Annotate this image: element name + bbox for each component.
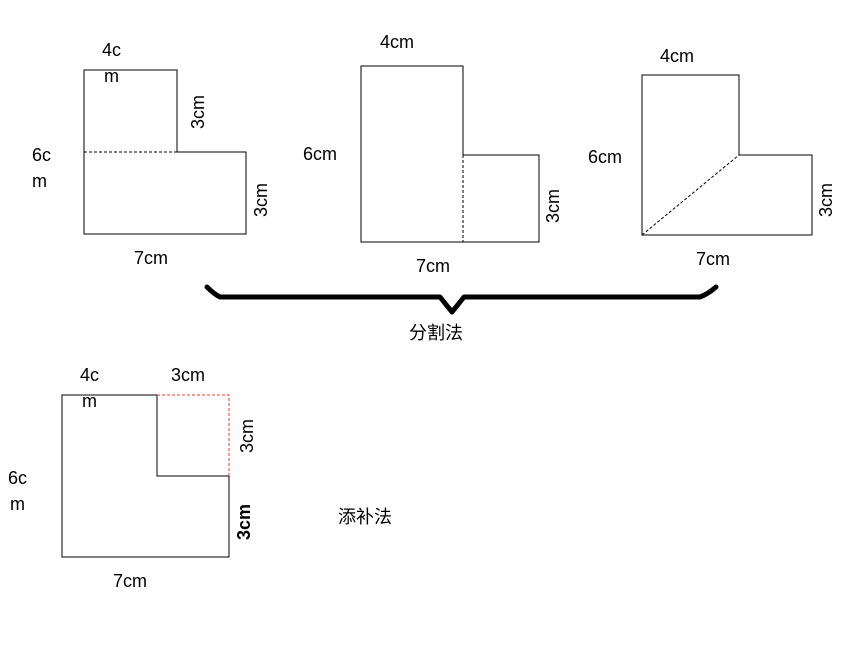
figure-2-vertical-split: 4cm 6cm 3cm 7cm (303, 32, 563, 276)
figure-4-bottom-label: 7cm (113, 571, 147, 591)
figure-4-top-left-label-cont: m (82, 391, 97, 411)
figure-4-completion: 4c m 3cm 6c m 3cm 3cm 7cm (8, 365, 257, 591)
figure-4-left-label: 6c (8, 468, 27, 488)
figure-3-bottom-label: 7cm (696, 249, 730, 269)
figure-4-outline (61, 394, 230, 558)
figure-1-left-label-cont: m (32, 171, 47, 191)
figure-2-outline (360, 65, 540, 243)
figure-4-left-label-cont: m (10, 494, 25, 514)
figure-3-left-label: 6cm (588, 147, 622, 167)
figure-1-outline (83, 69, 247, 235)
figure-1-right-upper-label: 3cm (188, 95, 208, 129)
figure-3-right-label: 3cm (816, 183, 836, 217)
figure-3-outline (641, 74, 813, 236)
figure-1-left-label: 6c (32, 145, 51, 165)
figure-1-bottom-label: 7cm (134, 248, 168, 268)
figure-3-diagonal-split: 4cm 6cm 3cm 7cm (588, 46, 836, 269)
figure-1-top-label: 4c (102, 40, 121, 60)
figure-4-top-right-label: 3cm (171, 365, 205, 385)
figure-2-left-label: 6cm (303, 144, 337, 164)
figure-4-right-lower-label: 3cm (234, 504, 254, 540)
figure-2-bottom-label: 7cm (416, 256, 450, 276)
figure-1-right-lower-label: 3cm (251, 183, 271, 217)
figure-3-dashed-divider (641, 154, 740, 236)
figure-1-top-label-cont: m (104, 66, 119, 86)
figure-3-top-label: 4cm (660, 46, 694, 66)
figure-4-added-square (157, 394, 230, 476)
completion-method-label: 添补法 (338, 507, 392, 528)
figure-4-right-upper-label: 3cm (237, 419, 257, 453)
figure-4-top-left-label: 4c (80, 365, 99, 385)
figure-2-top-label: 4cm (380, 32, 414, 52)
division-method-label: 分割法 (409, 323, 463, 344)
figure-2-right-label: 3cm (543, 189, 563, 223)
grouping-brace (204, 284, 719, 315)
figure-1-horizontal-split: 4c m 6c m 3cm 3cm 7cm (32, 40, 271, 268)
